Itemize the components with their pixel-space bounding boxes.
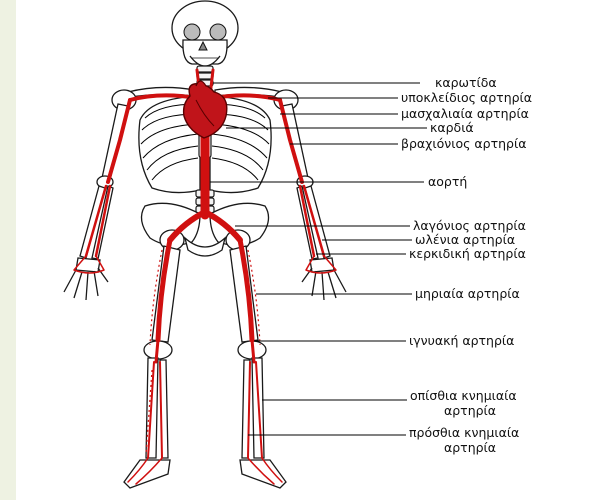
popliteal-artery — [252, 340, 254, 362]
label-brachial: βραχιόνιος αρτηρία — [401, 136, 526, 151]
right-leg-bones — [230, 246, 286, 488]
label-heart: καρδιά — [430, 120, 474, 135]
skull — [172, 1, 238, 66]
label-carotid: καρωτίδα — [435, 75, 497, 90]
label-iliac: λαγόνιος αρτηρία — [413, 218, 526, 233]
label-radial: κερκιδική αρτηρία — [409, 246, 526, 261]
label-popliteal: ιγνυακή αρτηρία — [409, 333, 514, 348]
skeleton — [64, 1, 346, 488]
label-anterior-tibial: πρόσθια κνημιαία — [409, 425, 519, 440]
label-aorta: αορτή — [428, 174, 467, 189]
label-ulnar: ωλένια αρτηρία — [415, 232, 515, 247]
label-axillary: μασχαλιαία αρτηρία — [401, 106, 529, 121]
left-leg-bones — [124, 246, 180, 488]
arterial-system-diagram: καρωτίδα υποκλείδιος αρτηρία μασχαλιαία … — [16, 0, 591, 500]
label-femoral: μηριαία αρτηρία — [415, 286, 520, 301]
label-subclavian: υποκλείδιος αρτηρία — [401, 90, 532, 105]
label-posterior-tibial-2: αρτηρία — [444, 403, 496, 418]
left-accent-bar — [0, 0, 16, 500]
labels: καρωτίδα υποκλείδιος αρτηρία μασχαλιαία … — [401, 75, 532, 455]
label-posterior-tibial: οπίσθια κνημιαία — [410, 388, 517, 403]
label-anterior-tibial-2: αρτηρία — [444, 440, 496, 455]
